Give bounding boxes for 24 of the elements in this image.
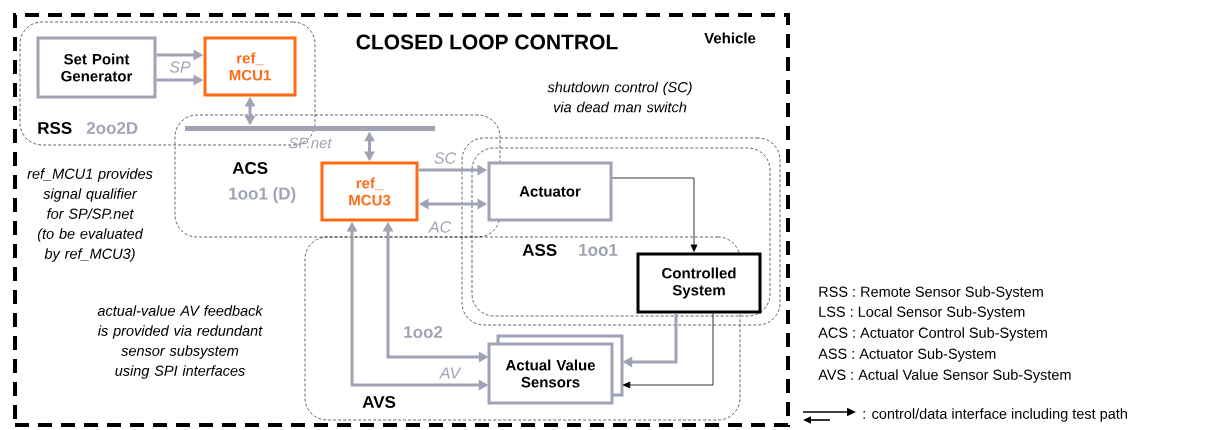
edge-label: AV [438,366,462,380]
abbreviation-text: ASS : Actuator Sub-System [818,348,996,362]
edge-label: AC [427,220,453,234]
abbreviation-text: AVS : Actual Value Sensor Sub-System [818,369,1071,383]
block-box: Controlled System [636,252,762,314]
abbreviation-text: ACS : Actuator Control Sub-System [818,327,1047,341]
abbreviation-text: LSS : Local Sensor Sub-System [819,306,1025,320]
block-box: ref_ MCU3 [320,161,419,222]
edge-label: SC [432,151,458,165]
note-text: actual-value AV feedback is provided via redundant sensor subsystem using SPI interfaces [97,305,264,379]
abbreviation-text: RSS : Remote Sensor Sub-System [819,286,1043,300]
edge-label: SP [168,60,192,74]
legend-text: : control/data interface including test path [863,408,1127,422]
arrow [622,313,714,389]
note-text: shutdown control (SC) via dead man switch [547,81,692,113]
bus-bar: SP.net [185,126,435,149]
arrow [612,177,698,252]
title: CLOSED LOOP CONTROL [356,34,618,50]
block-box: Set Point Generator [36,36,157,99]
block-box: Actuator [487,161,613,222]
sensor-box-stack: Actual Value Sensors [487,334,624,405]
note-text: ref_MCU1 provides signal qualifier for SP/SP.net (to be evaluated by ref_MCU3) [27,168,153,262]
node-label: SP.net [288,137,333,149]
block-box: ref_ MCU1 [203,36,297,97]
